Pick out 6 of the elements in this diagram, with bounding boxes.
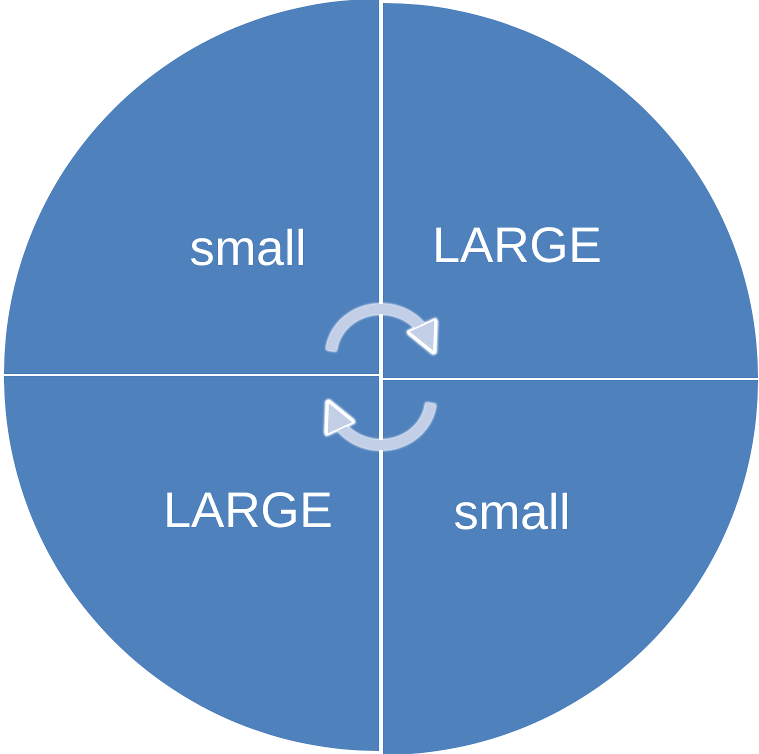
quadrant-label: LARGE: [163, 485, 333, 535]
circular-arrow: [324, 398, 436, 450]
circular-arrow: [326, 304, 438, 356]
quadrant-label: small: [190, 223, 306, 273]
quadrant-label: small: [454, 487, 570, 537]
quadrant-label: LARGE: [432, 220, 602, 270]
